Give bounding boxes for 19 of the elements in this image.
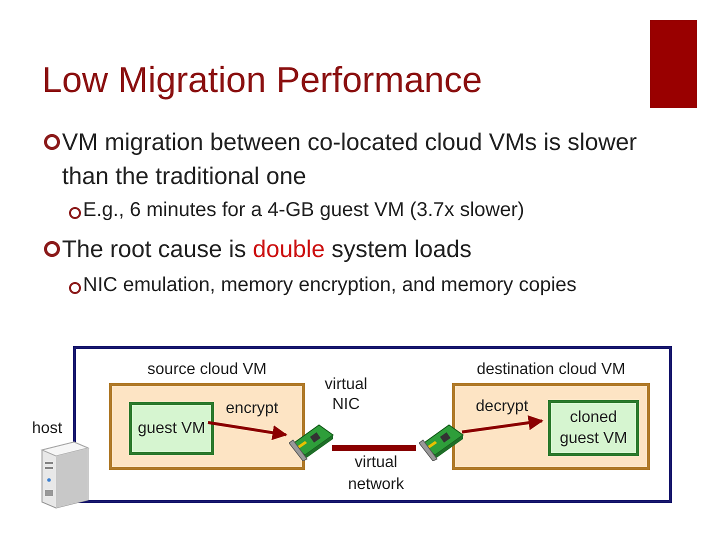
vm-box — [129, 402, 214, 455]
vm-label: guest VM — [136, 419, 206, 439]
edge-label: decrypt — [474, 397, 530, 417]
slide-title: Low Migration Performance — [42, 58, 482, 102]
network-line — [332, 445, 416, 451]
bullet-text: E.g., 6 minutes for a 4-GB guest VM (3.7x slower) — [83, 198, 524, 223]
bullet-text: The root cause is double system loads — [62, 235, 472, 265]
vm-heading: destination cloud VM — [476, 360, 626, 380]
edge-label: encrypt — [224, 399, 280, 419]
bullet-text: VM migration between co-located cloud VMs is slower than the traditional one — [62, 128, 638, 192]
arrow — [462, 415, 544, 434]
vm-label: cloned guest VM — [558, 408, 628, 449]
arrow — [208, 421, 288, 440]
vm-box — [548, 400, 639, 456]
host-label: host — [32, 419, 62, 439]
card-caption: virtual NIC — [324, 375, 368, 415]
edge-label: virtual network — [346, 453, 406, 495]
bullet-text: NIC emulation, memory encryption, and memory copies — [83, 273, 577, 298]
vm-heading: source cloud VM — [146, 360, 268, 380]
